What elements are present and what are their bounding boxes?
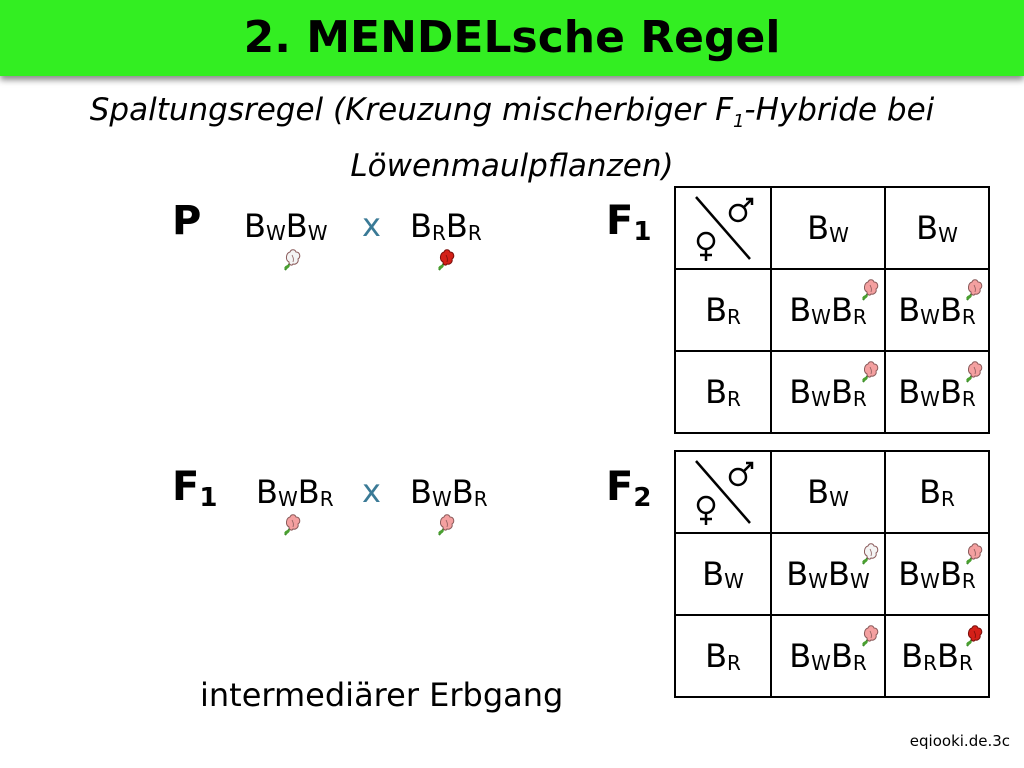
snapdragon-flower-icon xyxy=(860,536,880,565)
generation-label-p: P xyxy=(172,198,202,244)
allele: BR xyxy=(937,637,973,675)
parent-genotype-1: BWBW xyxy=(244,207,327,245)
footer-code: eqiooki.de.3c xyxy=(909,732,1010,750)
sex-symbols-corner xyxy=(674,450,772,534)
allele: BW xyxy=(410,473,452,511)
snapdragon-flower-icon xyxy=(964,272,984,301)
cross-symbol: x xyxy=(362,472,381,510)
generation-label-f1-parents: F1 xyxy=(172,464,218,513)
offspring-cell: BWBR xyxy=(884,268,990,352)
allele: BR xyxy=(705,291,741,329)
subtitle-line2: Löwenmaulpflanzen) xyxy=(350,148,674,185)
snapdragon-flower-icon xyxy=(860,354,880,383)
allele: BW xyxy=(786,555,828,593)
subtitle-line1-after: -Hybride bei xyxy=(744,92,935,128)
snapdragon-flower-icon xyxy=(860,272,880,301)
allele: BW xyxy=(807,473,849,511)
allele: BW xyxy=(916,209,958,247)
allele: BR xyxy=(830,291,867,329)
allele: BW xyxy=(807,209,849,247)
sex-symbols-corner xyxy=(674,186,772,270)
allele: BR xyxy=(451,473,488,511)
generation-label-f1: F1 xyxy=(606,198,652,247)
row-header: BR xyxy=(674,614,772,698)
allele: BW xyxy=(244,207,286,245)
snapdragon-flower-icon xyxy=(282,513,302,537)
allele: BR xyxy=(939,555,976,593)
allele: BW xyxy=(898,373,940,411)
subtitle-line1-before: Spaltungsregel (Kreuzung mischerbiger F xyxy=(89,92,733,128)
column-header: BW xyxy=(884,186,990,270)
allele: BR xyxy=(939,373,976,411)
column-header: BR xyxy=(884,450,990,534)
column-header: BW xyxy=(770,186,886,270)
snapdragon-flower-icon xyxy=(964,536,984,565)
allele: BR xyxy=(830,637,867,675)
allele: BR xyxy=(297,473,334,511)
offspring-cell: BWBR xyxy=(770,350,886,434)
allele: BW xyxy=(898,291,940,329)
allele: BW xyxy=(789,291,831,329)
male-female-symbols-icon xyxy=(676,189,768,267)
allele: BW xyxy=(285,207,328,245)
allele: BW xyxy=(256,473,298,511)
row-header: BR xyxy=(674,350,772,434)
offspring-cell: BWBW xyxy=(770,532,886,616)
snapdragon-flower-icon xyxy=(282,248,302,272)
snapdragon-flower-icon xyxy=(436,513,456,537)
column-header: BW xyxy=(770,450,886,534)
subtitle-line1-sub: 1 xyxy=(732,111,745,133)
allele: BR xyxy=(939,291,976,329)
snapdragon-flower-icon xyxy=(964,618,984,647)
offspring-cell: BRBR xyxy=(884,614,990,698)
male-female-symbols-icon xyxy=(676,453,768,531)
subtitle: Spaltungsregel (Kreuzung mischerbiger F1… xyxy=(40,88,984,188)
page-title: 2. MENDELsche Regel xyxy=(243,12,781,63)
parent-genotype-2: BRBR xyxy=(410,207,482,245)
offspring-cell: BWBR xyxy=(884,532,990,616)
offspring-cell: BWBR xyxy=(884,350,990,434)
allele: BW xyxy=(702,555,744,593)
generation-label-f2: F2 xyxy=(606,464,652,513)
snapdragon-flower-icon xyxy=(860,618,880,647)
row-header: BW xyxy=(674,532,772,616)
allele: BR xyxy=(445,207,482,245)
allele: BR xyxy=(901,637,937,675)
offspring-cell: BWBR xyxy=(770,268,886,352)
allele: BW xyxy=(789,373,831,411)
parent-genotype-4: BWBR xyxy=(410,473,488,511)
offspring-cell: BWBR xyxy=(770,614,886,698)
snapdragon-flower-icon xyxy=(964,354,984,383)
inheritance-note: intermediärer Erbgang xyxy=(200,676,564,714)
allele: BW xyxy=(789,637,831,675)
allele: BR xyxy=(919,473,955,511)
row-header: BR xyxy=(674,268,772,352)
allele: BW xyxy=(828,555,870,593)
allele: BR xyxy=(830,373,867,411)
title-bar: 2. MENDELsche Regel xyxy=(0,0,1024,76)
parent-genotype-3: BWBR xyxy=(256,473,334,511)
allele: BR xyxy=(705,637,741,675)
allele: BW xyxy=(898,555,940,593)
allele: BR xyxy=(410,207,446,245)
cross-symbol: x xyxy=(362,206,381,244)
allele: BR xyxy=(705,373,741,411)
snapdragon-flower-icon xyxy=(436,248,456,272)
